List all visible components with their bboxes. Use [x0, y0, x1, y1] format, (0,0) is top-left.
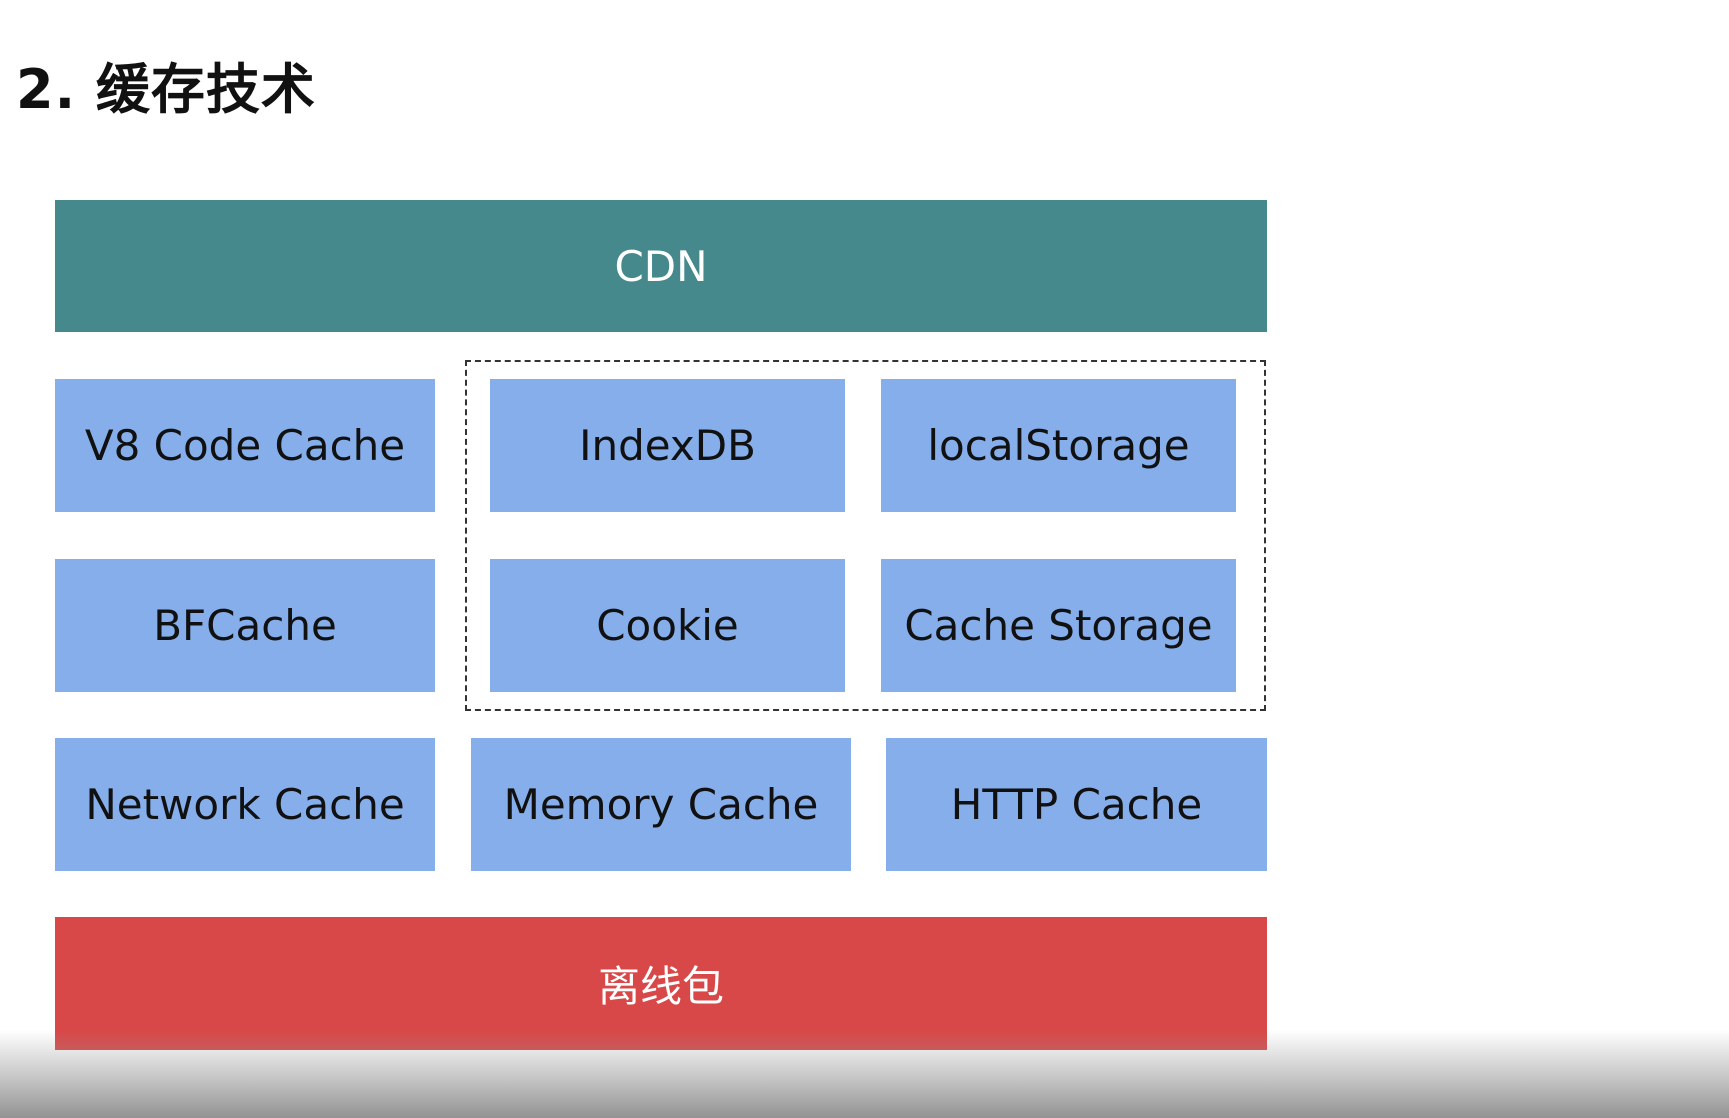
localstorage-box: localStorage [881, 379, 1236, 512]
cookie-box: Cookie [490, 559, 845, 692]
cache-storage-box: Cache Storage [881, 559, 1236, 692]
video-bottom-shade [0, 1030, 1729, 1118]
http-cache-box: HTTP Cache [886, 738, 1267, 871]
bfcache-box: BFCache [55, 559, 435, 692]
network-cache-box: Network Cache [55, 738, 435, 871]
offline-package-layer: 离线包 [55, 917, 1267, 1050]
cdn-layer: CDN [55, 200, 1267, 332]
slide-title: 2. 缓存技术 [16, 58, 316, 121]
v8-code-cache-box: V8 Code Cache [55, 379, 435, 512]
browser-storage-group [465, 360, 1266, 711]
memory-cache-box: Memory Cache [471, 738, 851, 871]
indexdb-box: IndexDB [490, 379, 845, 512]
